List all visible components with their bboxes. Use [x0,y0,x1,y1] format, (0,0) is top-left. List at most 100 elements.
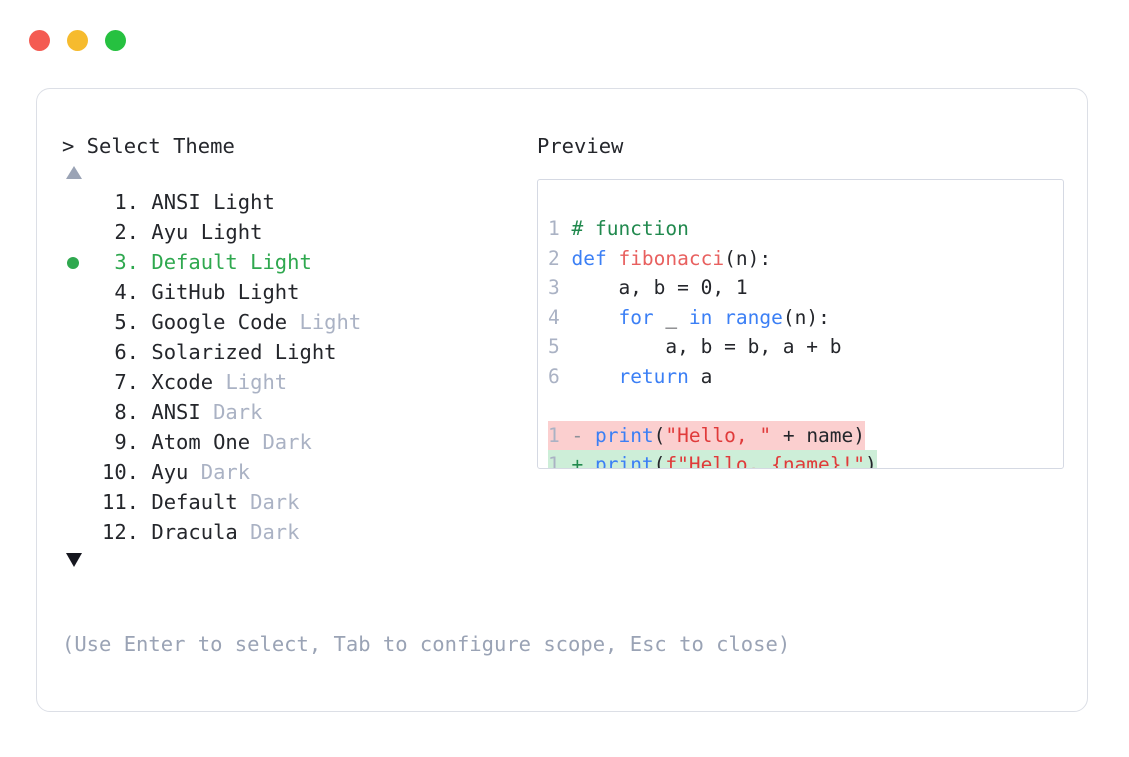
code-line: 1 # function [548,214,1063,244]
theme-item-variant: Light [200,220,263,244]
theme-item-text: 6. Solarized Light [62,337,337,367]
theme-item-number: 8. [102,400,152,424]
scroll-down-indicator[interactable] [62,547,512,573]
code-token: (n): [724,246,772,270]
diff-added-line: 1 + print(f"Hello, {name}!") [548,450,877,469]
code-gutter-space [560,217,572,240]
code-token: def [571,246,619,270]
line-number: 5 [548,335,560,358]
theme-item-name: Xcode [151,370,226,394]
code-token: _ [653,305,689,329]
theme-picker-pane: > Select Theme 1. ANSI Light 2. Ayu Ligh… [62,131,512,573]
code-gutter-space [560,276,572,299]
theme-item-number: 4. [102,280,152,304]
diff-sample: 1 - print("Hello, " + name)1 + print(f"H… [548,420,1063,469]
line-number: 1 [548,453,560,469]
theme-item-number: 7. [102,370,152,394]
code-token: print [594,423,654,447]
scroll-up-indicator[interactable] [62,161,512,187]
theme-item-text: 2. Ayu Light [62,217,262,247]
theme-item-name: Dracula [151,520,251,544]
theme-item-number: 11. [102,490,152,514]
theme-item-number: 10. [102,460,152,484]
theme-item-variant: Dark [213,400,263,424]
theme-item-text: 12. Dracula Dark [62,517,300,547]
theme-list-item[interactable]: 4. GitHub Light [62,277,512,307]
code-token: ) [865,453,877,469]
code-token: # function [571,217,689,240]
minimize-window-icon[interactable] [67,29,88,51]
theme-item-text: 7. Xcode Light [62,367,287,397]
theme-item-number: 6. [102,340,152,364]
theme-item-number: 5. [102,310,152,334]
theme-list-item[interactable]: 11. Default Dark [62,487,512,517]
theme-list-item[interactable]: 2. Ayu Light [62,217,512,247]
theme-item-text: 10. Ayu Dark [62,457,250,487]
window-titlebar [0,0,1129,78]
theme-item-variant: Light [213,190,275,214]
code-line: 3 a, b = 0, 1 [548,273,1063,303]
triangle-up-icon [66,166,82,179]
theme-item-text: 3. Default Light [62,247,312,277]
theme-item-text: 1. ANSI Light [62,187,275,217]
theme-list-item[interactable]: 9. Atom One Dark [62,427,512,457]
theme-item-name: Ayu [151,220,201,244]
theme-item-number: 12. [102,520,152,544]
theme-item-name: ANSI [151,190,214,214]
theme-list-item[interactable]: 8. ANSI Dark [62,397,512,427]
preview-label: Preview [537,134,624,158]
theme-list-item[interactable]: 3. Default Light [62,247,512,277]
theme-list-item[interactable]: 10. Ayu Dark [62,457,512,487]
diff-sign: - [559,423,595,447]
theme-item-text: 4. GitHub Light [62,277,300,307]
code-token: in range [688,305,783,329]
close-window-icon[interactable] [29,29,50,51]
code-token: for [618,305,654,329]
line-number: 4 [548,305,560,329]
theme-item-text: 11. Default Dark [62,487,300,517]
theme-item-name: ANSI [151,400,214,424]
theme-list-item[interactable]: 1. ANSI Light [62,187,512,217]
code-line: 6 return a [548,362,1063,392]
code-token: a [688,364,713,388]
theme-item-variant: Dark [250,520,300,544]
code-token: print [594,453,654,469]
zoom-window-icon[interactable] [105,29,126,51]
theme-item-number: 9. [102,430,152,454]
selected-bullet-icon [67,257,79,269]
theme-picker-card: > Select Theme 1. ANSI Light 2. Ayu Ligh… [36,88,1088,712]
triangle-down-icon [66,553,82,567]
theme-item-number: 2. [102,220,152,244]
code-gutter-space [560,306,572,329]
theme-list-item[interactable]: 6. Solarized Light [62,337,512,367]
theme-item-variant: Dark [200,460,251,484]
theme-item-variant: Light [250,250,312,274]
theme-list-item[interactable]: 12. Dracula Dark [62,517,512,547]
code-line: 5 a, b = b, a + b [548,332,1063,362]
code-token [571,365,618,388]
theme-item-name: Default [151,250,251,274]
line-number: 2 [548,246,560,270]
line-number: 6 [548,364,560,388]
line-number: 1 [548,423,560,447]
theme-item-variant: Light [274,340,337,364]
code-token: (n): [782,305,830,329]
theme-item-variant: Dark [250,490,300,514]
code-token: ( [653,453,666,469]
theme-list-item[interactable]: 7. Xcode Light [62,367,512,397]
theme-item-text: 8. ANSI Dark [62,397,262,427]
code-token: fibonacci [618,246,725,270]
code-gutter-space [560,335,572,358]
theme-list: 1. ANSI Light 2. Ayu Light 3. Default Li… [62,187,512,547]
theme-item-variant: Light [237,280,300,304]
code-spacer [548,391,1063,421]
theme-list-item[interactable]: 5. Google Code Light [62,307,512,337]
theme-item-name: Ayu [151,460,201,484]
code-token: ( [653,423,666,447]
line-number: 3 [548,276,560,299]
theme-item-name: Default [151,490,251,514]
theme-item-name: Solarized [151,340,275,364]
code-token: + name) [771,423,866,447]
